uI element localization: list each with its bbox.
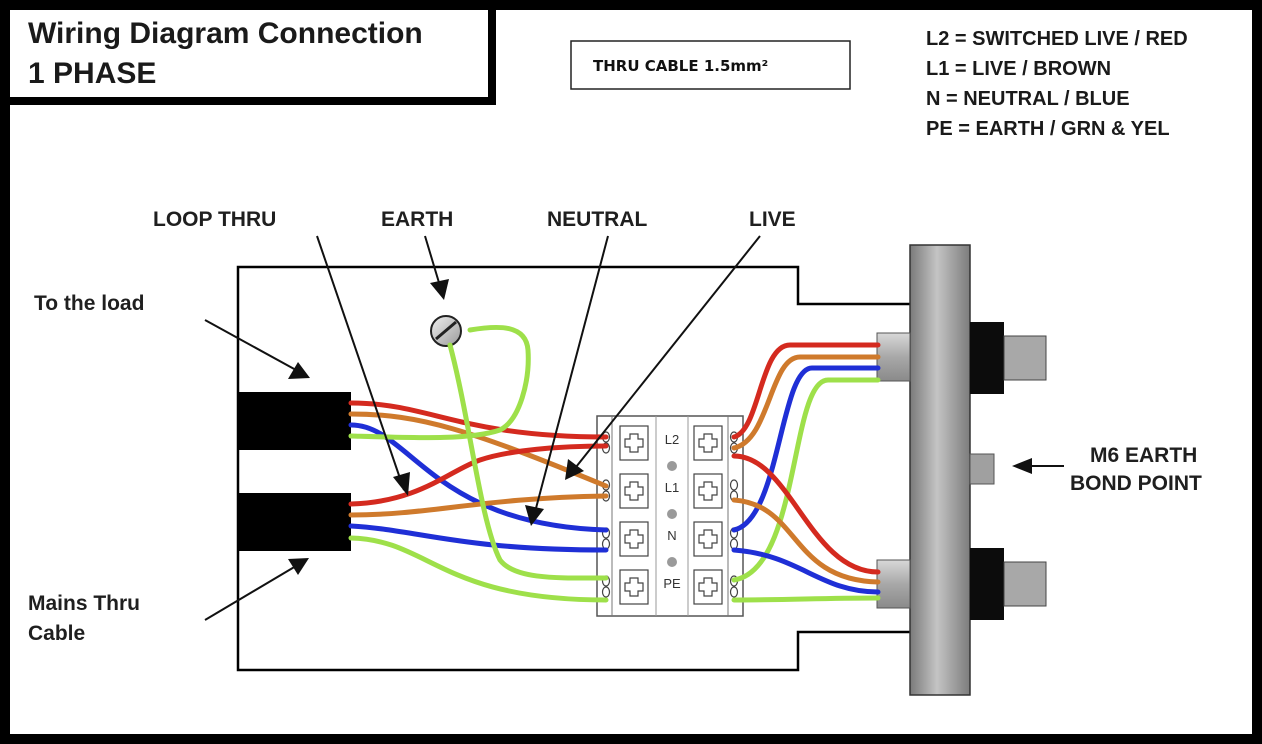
terminal-row-l2: L2 [601, 425, 739, 471]
terminal-row-pe: PE [601, 569, 739, 605]
terminal-screw-icon [624, 529, 644, 549]
title-box: Wiring Diagram Connection 1 PHASE [2, 2, 496, 105]
wire-out-brown-bottom [731, 497, 881, 585]
leaders [204, 235, 1064, 621]
legend-n: N = NEUTRAL / BLUE [926, 88, 1130, 110]
wire-load-blue [348, 422, 609, 533]
terminal-separator-dot [667, 509, 677, 519]
leader-loop-thru [316, 235, 405, 491]
legend-l2: L2 = SWITCHED LIVE / RED [926, 28, 1188, 50]
terminal-row-l1: L1 [601, 473, 739, 519]
lower-gland [876, 559, 911, 609]
upper-stud [1003, 335, 1047, 381]
wire-out-blue-bottom [731, 547, 881, 595]
cable-spec-text: THRU CABLE 1.5mm² [593, 57, 768, 75]
cable-spec-box: THRU CABLE 1.5mm² [570, 40, 851, 90]
leader-live [575, 235, 761, 468]
label-loop-thru: LOOP THRU [153, 208, 276, 231]
terminal-row-n: N [601, 521, 739, 567]
upper-nut [970, 322, 1004, 394]
upper-gland [876, 332, 911, 382]
leader-neutral [534, 235, 609, 513]
lower-stud [1003, 561, 1047, 607]
arrowhead-m6 [1012, 458, 1032, 474]
label-mains-thru-1: Mains Thru [28, 592, 140, 615]
wire-out-blue-top [731, 365, 881, 533]
terminal-entry-hole [729, 479, 739, 491]
m6-earth-stud [969, 453, 995, 485]
load-cable-sheath [238, 392, 351, 450]
arrowhead-neutral [525, 505, 544, 526]
terminal-screw-icon [698, 433, 718, 453]
terminal-entry-hole [601, 586, 611, 598]
terminal-screw-icon [624, 433, 644, 453]
wire-mains-brown [348, 493, 609, 518]
arrowhead-to-load [288, 362, 310, 379]
label-m6-earth-2: BOND POINT [1070, 472, 1202, 495]
terminal-separator-dot [667, 557, 677, 567]
terminal-screw-icon [624, 481, 644, 501]
title-line-1: Wiring Diagram Connection [28, 17, 423, 50]
leader-mains [204, 565, 297, 621]
terminal-screw-icon [698, 481, 718, 501]
legend-l1: L1 = LIVE / BROWN [926, 58, 1111, 80]
wires [348, 324, 881, 603]
wire-mains-red [348, 443, 609, 507]
wire-out-brown-top [731, 354, 881, 451]
wire-load-brown [348, 411, 609, 489]
leader-to-load [204, 319, 297, 371]
terminal-entry-hole [729, 586, 739, 598]
terminal-label: N [667, 528, 676, 543]
label-mains-thru-2: Cable [28, 622, 85, 645]
wire-mains-blue [348, 523, 609, 553]
terminal-screw-icon [698, 529, 718, 549]
label-m6-earth-1: M6 EARTH [1090, 444, 1197, 467]
terminal-label: L2 [665, 432, 679, 447]
legend: L2 = SWITCHED LIVE / RED L1 = LIVE / BRO… [926, 28, 1188, 140]
wire-out-red-top [731, 342, 881, 440]
terminal-label: L1 [665, 480, 679, 495]
label-to-the-load: To the load [34, 292, 144, 315]
terminal-label: PE [663, 576, 681, 591]
wire-out-earth-top [731, 377, 881, 583]
label-neutral: NEUTRAL [547, 208, 647, 231]
arrowhead-mains [288, 558, 309, 575]
label-live: LIVE [749, 208, 796, 231]
arrowhead-earth [430, 279, 449, 300]
wire-earth-screw-pe [447, 342, 609, 581]
mounting-plate [909, 244, 971, 696]
title-line-2: 1 PHASE [28, 57, 156, 90]
leader-earth [424, 235, 441, 287]
wire-out-red-bottom [731, 453, 881, 575]
arrowhead-loop-thru [393, 472, 410, 496]
terminal-screw-icon [624, 577, 644, 597]
label-earth: EARTH [381, 208, 453, 231]
lower-nut [970, 548, 1004, 620]
wire-load-earth [348, 324, 531, 441]
terminal-separator-dot [667, 461, 677, 471]
terminal-screw-icon [698, 577, 718, 597]
legend-pe: PE = EARTH / GRN & YEL [926, 118, 1170, 140]
wire-out-earth-bottom [731, 595, 881, 603]
earth-screw [430, 315, 462, 347]
mains-cable-sheath [238, 493, 351, 551]
wire-mains-earth [348, 535, 609, 603]
arrowhead-live [565, 459, 584, 480]
